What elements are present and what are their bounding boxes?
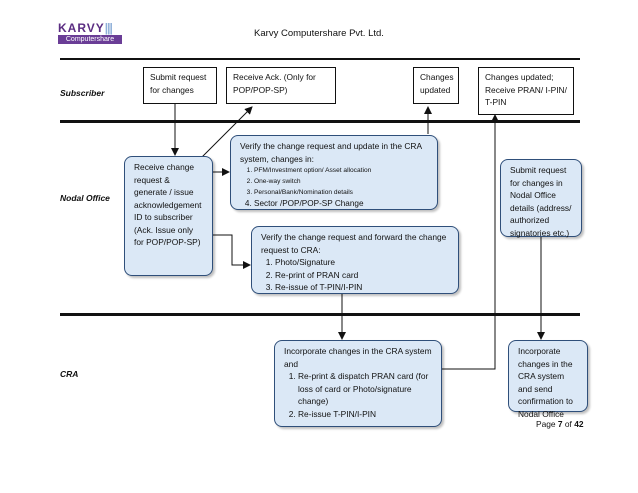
changes-updated-box: Changes updated: [413, 67, 459, 104]
incorporate-cra-box: Incorporate changes in the CRA system an…: [274, 340, 442, 427]
verify-forward-intro: Verify the change request and forward th…: [261, 232, 447, 255]
verify-update-box: Verify the change request and update in …: [230, 135, 438, 210]
page-number: Page 7 of 42: [536, 419, 584, 429]
incorporate-cra-list: Re-print & dispatch PRAN card (for loss …: [284, 370, 432, 420]
document-title: Karvy Computershare Pvt. Ltd.: [254, 28, 384, 39]
lane-label-subscriber: Subscriber: [60, 88, 105, 98]
verify-forward-item: Re-issue of T-PIN/I-PIN: [275, 281, 449, 294]
lane-divider-nodal-cra: [60, 313, 580, 316]
logo-bars-icon: |||: [104, 21, 113, 35]
arrow-receive-to-ack: [200, 106, 253, 159]
lane-label-cra: CRA: [60, 369, 79, 379]
verify-update-item: Sector /POP/POP-SP Change: [254, 198, 428, 209]
verify-forward-item: Re-print of PRAN card: [275, 269, 449, 282]
verify-forward-item: Photo/Signature: [275, 256, 449, 269]
arrow-incorporate-to-pran: [442, 114, 499, 370]
incorporate-cra-item: Re-issue T-PIN/I-PIN: [298, 408, 432, 421]
lane-label-nodal-office: Nodal Office: [60, 193, 110, 203]
page-current: 7: [557, 419, 563, 429]
changes-updated-pran-box: Changes updated; Receive PRAN/ I-PIN/ T-…: [478, 67, 574, 115]
verify-update-item: PFM/Investment option/ Asset allocation: [254, 165, 428, 176]
karvy-logo: KARVY||| Computershare: [58, 21, 122, 45]
incorporate-confirm-box: Incorporate changes in the CRA system an…: [508, 340, 588, 419]
lane-divider-subscriber-nodal: [60, 120, 580, 123]
verify-forward-box: Verify the change request and forward th…: [251, 226, 459, 294]
lane-divider-top: [60, 58, 580, 60]
logo-subtext: Computershare: [58, 35, 122, 44]
page-total: 42: [574, 419, 584, 429]
submit-request-box: Submit request for changes: [143, 67, 217, 104]
verify-update-item: One-way switch: [254, 176, 428, 187]
incorporate-cra-item: Re-print & dispatch PRAN card (for loss …: [298, 370, 432, 408]
verify-update-item: Personal/Bank/Nomination details: [254, 187, 428, 198]
verify-update-intro: Verify the change request and update in …: [240, 141, 422, 164]
submit-nodal-details-box: Submit request for changes in Nodal Offi…: [500, 159, 582, 238]
verify-forward-list: Photo/Signature Re-print of PRAN card Re…: [261, 256, 449, 294]
verify-update-list: PFM/Investment option/ Asset allocation …: [240, 165, 428, 209]
receive-ack-box: Receive Ack. (Only for POP/POP-SP): [226, 67, 336, 104]
arrow-receive-to-verify-forward: [213, 234, 251, 269]
page-of: of: [564, 419, 572, 429]
incorporate-cra-intro: Incorporate changes in the CRA system an…: [284, 346, 432, 369]
logo-text: KARVY: [58, 21, 105, 35]
receive-change-request-box: Receive change request & generate / issu…: [124, 156, 213, 276]
page-prefix: Page: [536, 419, 556, 429]
